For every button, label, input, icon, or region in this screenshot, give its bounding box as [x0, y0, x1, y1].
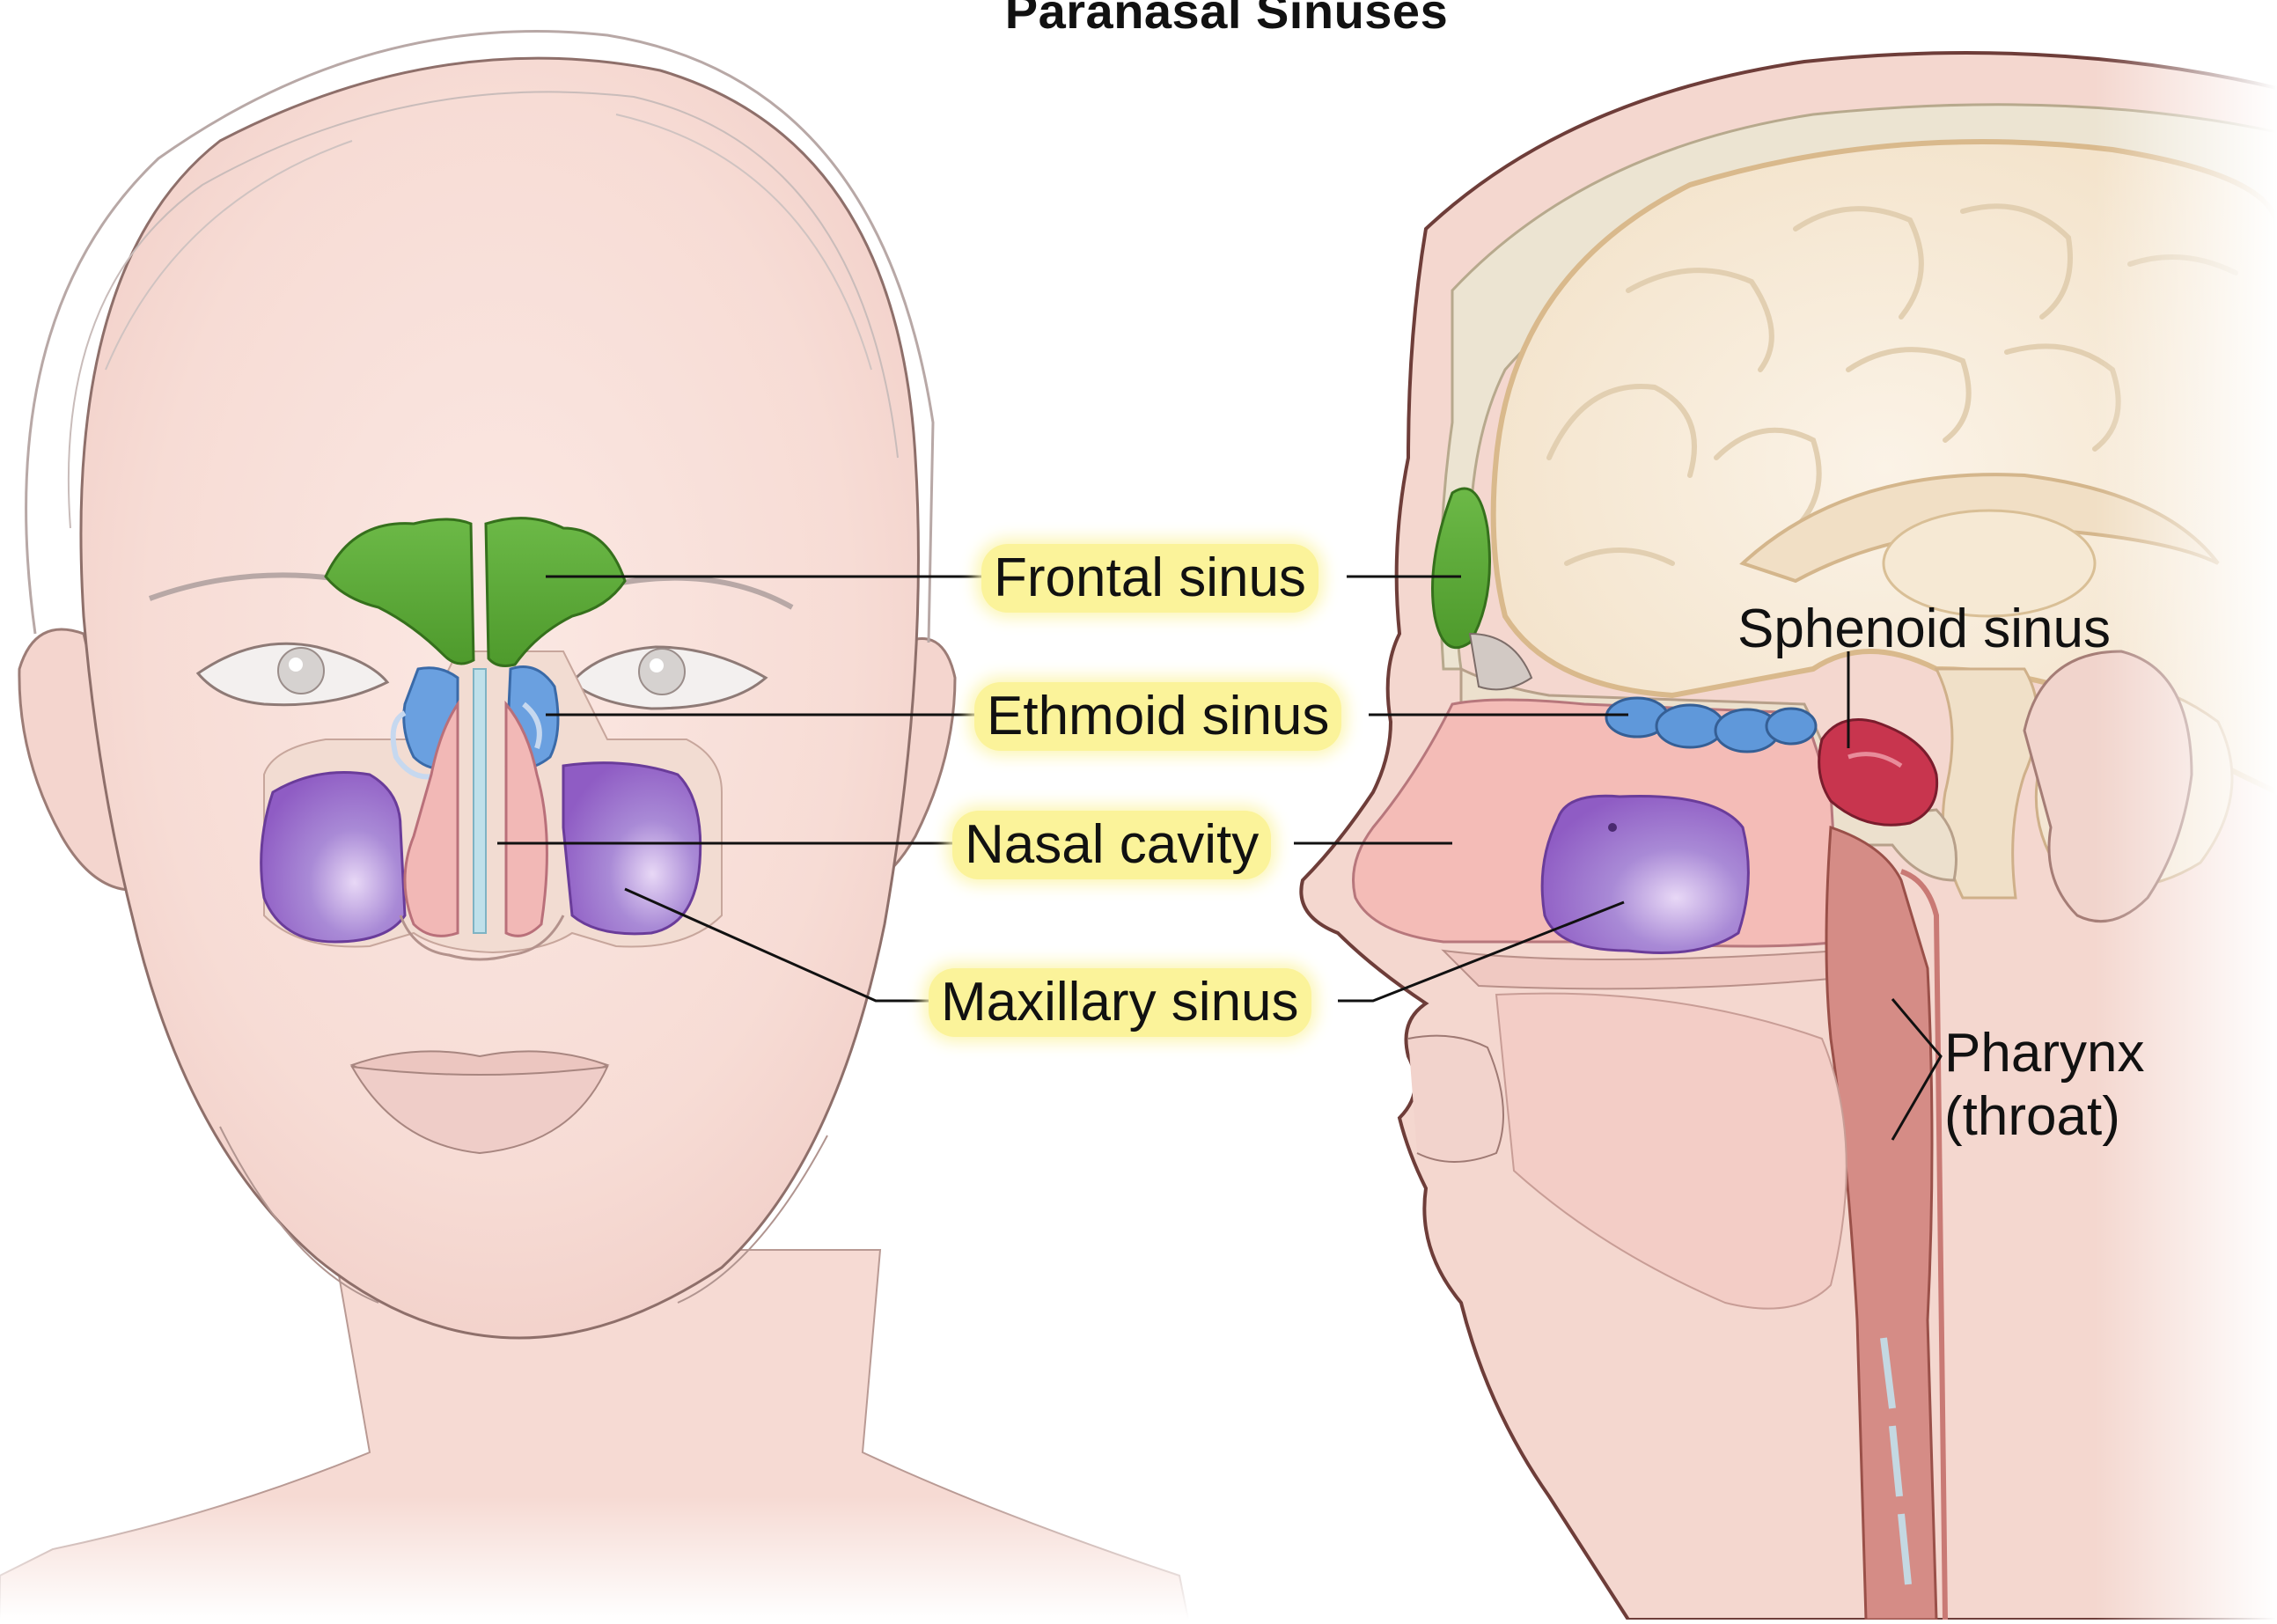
maxillary-sinus-front-right — [563, 763, 701, 934]
maxillary-sinus-front-left — [261, 773, 405, 943]
page-title: Paranasal Sinuses — [0, 0, 2277, 40]
label-pharynx: Pharynx — [1941, 1019, 2148, 1088]
label-throat: (throat) — [1941, 1083, 2124, 1151]
label-maxillary-sinus: Maxillary sinus — [929, 968, 1311, 1037]
label-sphenoid-sinus: Sphenoid sinus — [1734, 595, 2114, 664]
maxillary-sinus-side — [1542, 796, 1748, 952]
side-view-head — [1301, 0, 2277, 1620]
label-nasal-cavity: Nasal cavity — [952, 811, 1271, 879]
label-frontal-sinus: Frontal sinus — [981, 544, 1318, 613]
label-ethmoid-sinus: Ethmoid sinus — [974, 682, 1341, 751]
